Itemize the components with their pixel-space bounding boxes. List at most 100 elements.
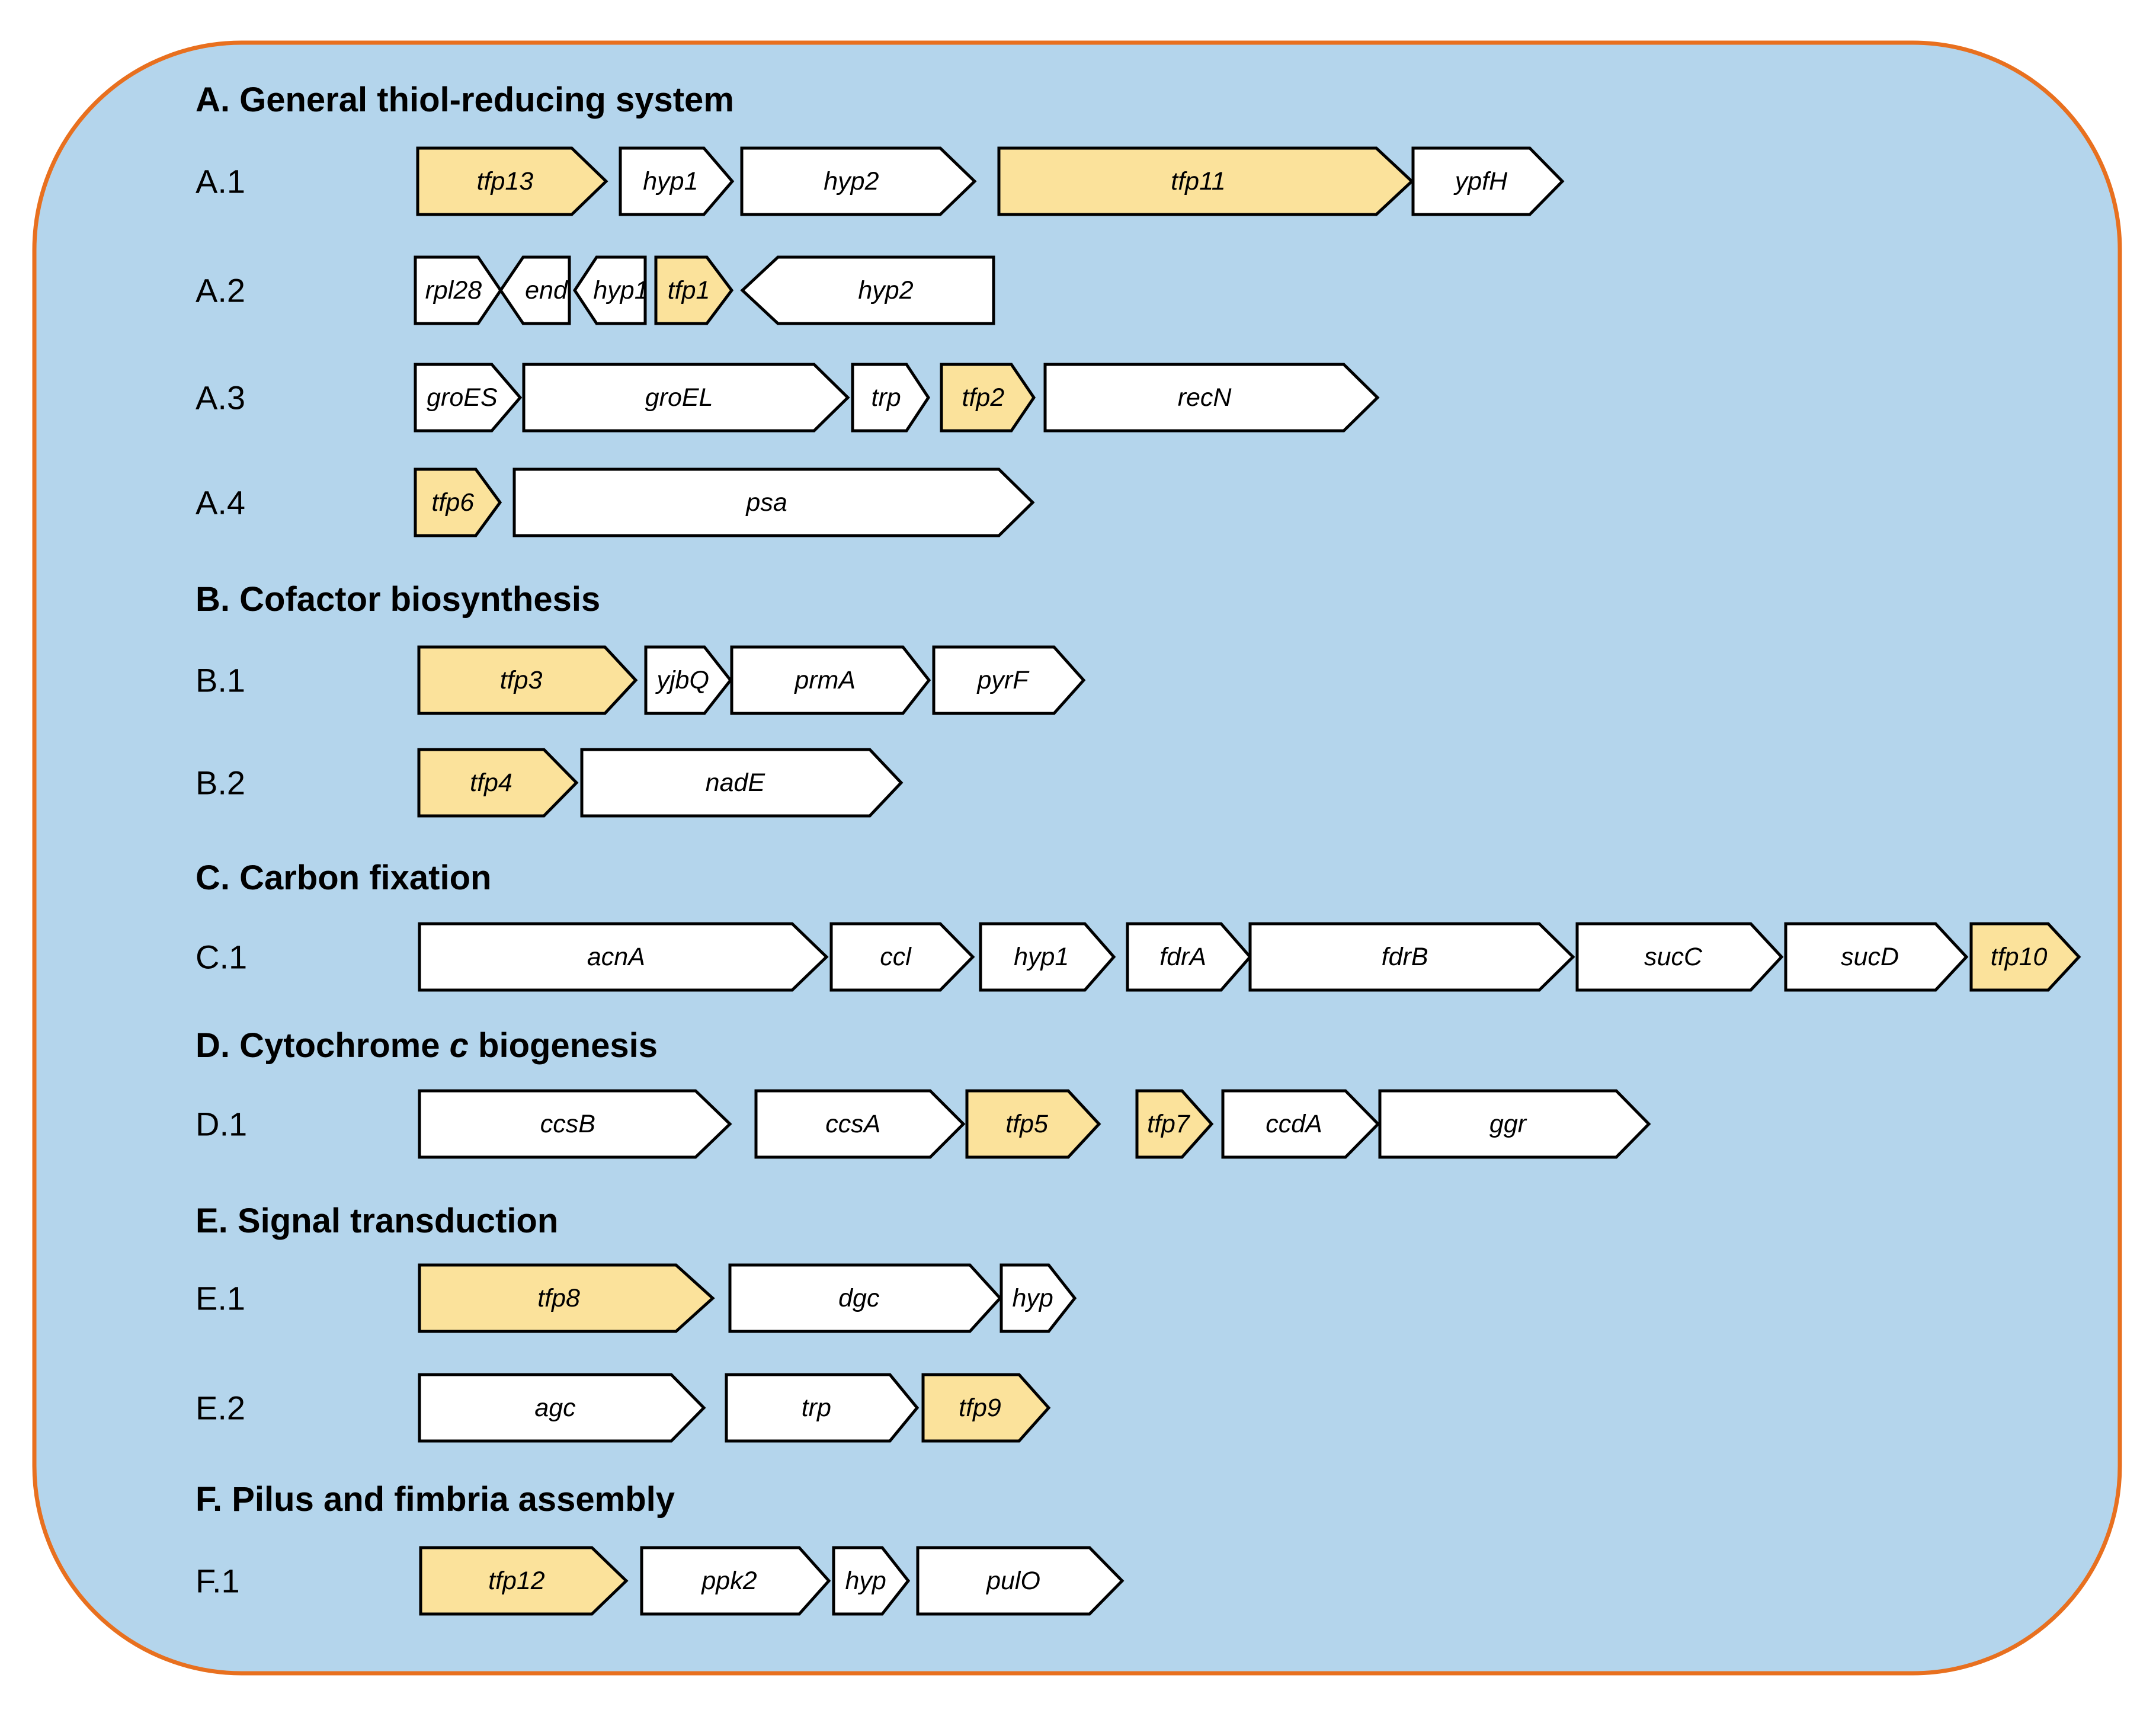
gene-arrow-agc	[418, 1373, 706, 1443]
gene-arrow-tfp13	[416, 146, 608, 216]
row-label-F.1: F.1	[196, 1562, 240, 1600]
gene-label-hyp1: hyp1	[1014, 943, 1069, 971]
gene-label-groES: groES	[427, 383, 498, 412]
section-title-part: B. Cofactor biosynthesis	[196, 580, 600, 619]
gene-label-yjbQ: yjbQ	[655, 666, 709, 694]
gene-label-hyp1: hyp1	[593, 276, 648, 305]
gene-arrow-groES	[414, 363, 523, 433]
section-title-C: C. Carbon fixation	[196, 859, 491, 897]
gene-label-ccl: ccl	[880, 943, 912, 971]
gene-label-sucC: sucC	[1644, 943, 1703, 971]
section-title-part: C. Carbon fixation	[196, 859, 491, 897]
gene-label-tfp9: tfp9	[959, 1394, 1001, 1422]
gene-arrow-end	[498, 255, 571, 325]
gene-label-ggr: ggr	[1489, 1110, 1527, 1138]
row-label-A.4: A.4	[196, 484, 245, 521]
section-title-part: A. General thiol-reducing system	[196, 81, 734, 119]
section-title-D: D. Cytochrome c biogenesis	[196, 1026, 658, 1065]
gene-arrow-pyrF	[932, 645, 1086, 715]
gene-label-tfp4: tfp4	[470, 768, 512, 797]
row-label-A.2: A.2	[196, 272, 245, 309]
gene-label-sucD: sucD	[1841, 943, 1899, 971]
gene-arrow-sucD	[1784, 922, 1969, 992]
gene-label-tfp12: tfp12	[488, 1567, 545, 1595]
row-label-B.2: B.2	[196, 764, 245, 802]
gene-label-tfp1: tfp1	[668, 276, 710, 305]
row-label-A.1: A.1	[196, 163, 245, 200]
gene-label-psa: psa	[745, 488, 787, 517]
gene-label-tfp13: tfp13	[477, 167, 534, 196]
gene-label-ccsA: ccsA	[825, 1110, 880, 1138]
section-title-F: F. Pilus and fimbria assembly	[196, 1480, 675, 1519]
gene-arrow-rpl28	[414, 255, 503, 325]
gene-arrow-tfp11	[997, 146, 1414, 216]
gene-arrow-hyp2	[740, 146, 977, 216]
gene-label-tfp3: tfp3	[500, 666, 543, 694]
gene-arrow-tfp6	[414, 467, 502, 537]
row-label-A.3: A.3	[196, 379, 245, 417]
gene-arrow-acnA	[418, 922, 829, 992]
gene-arrow-fdrB	[1248, 922, 1575, 992]
row-label-E.2: E.2	[196, 1389, 245, 1427]
gene-label-tfp2: tfp2	[962, 383, 1005, 412]
section-title-part: E. Signal transduction	[196, 1202, 558, 1240]
gene-label-tfp7: tfp7	[1147, 1110, 1191, 1138]
gene-arrow-tfp10	[1969, 922, 2081, 992]
gene-arrow-ccsB	[418, 1089, 732, 1159]
gene-arrow-hyp	[832, 1546, 911, 1616]
gene-label-fdrB: fdrB	[1382, 943, 1428, 971]
gene-arrow-psa	[512, 467, 1035, 537]
gene-arrow-fdrA	[1126, 922, 1252, 992]
gene-label-groEL: groEL	[645, 383, 713, 412]
gene-arrow-dgc	[728, 1263, 1002, 1333]
gene-arrow-tfp9	[921, 1373, 1051, 1443]
row-label-B.1: B.1	[196, 662, 245, 699]
gene-arrow-hyp1	[979, 922, 1116, 992]
gene-label-acnA: acnA	[587, 943, 645, 971]
gene-arrow-groEL	[522, 363, 850, 433]
gene-arrow-tfp12	[419, 1546, 629, 1616]
gene-label-trp: trp	[802, 1394, 831, 1422]
gene-label-dgc: dgc	[838, 1284, 880, 1312]
gene-arrow-ccsA	[754, 1089, 966, 1159]
gene-arrow-trp	[725, 1373, 920, 1443]
gene-arrow-tfp3	[417, 645, 638, 715]
gene-label-rpl28: rpl28	[425, 276, 482, 305]
row-label-C.1: C.1	[196, 939, 247, 976]
row-label-E.1: E.1	[196, 1280, 245, 1317]
section-title-E: E. Signal transduction	[196, 1202, 558, 1240]
gene-label-ppk2: ppk2	[700, 1567, 757, 1595]
gene-label-end: end	[525, 276, 569, 305]
section-title-part: F. Pilus and fimbria assembly	[196, 1480, 675, 1519]
gene-arrow-hyp1	[619, 146, 735, 216]
gene-label-nadE: nadE	[706, 768, 766, 797]
section-title-part: c	[450, 1026, 469, 1065]
gene-label-trp: trp	[872, 383, 901, 412]
gene-arrow-pulO	[916, 1546, 1125, 1616]
gene-arrow-hyp1	[573, 255, 647, 325]
gene-label-ypfH: ypfH	[1453, 167, 1508, 196]
gene-arrow-trp	[851, 363, 930, 433]
section-title-part: biogenesis	[469, 1026, 658, 1065]
gene-label-hyp2: hyp2	[824, 167, 879, 196]
gene-arrow-ypfH	[1411, 146, 1565, 216]
gene-label-pyrF: pyrF	[976, 666, 1030, 694]
gene-label-tfp6: tfp6	[431, 488, 474, 517]
gene-arrow-hyp2	[740, 255, 995, 325]
gene-arrow-hyp	[999, 1263, 1077, 1333]
gene-label-hyp1: hyp1	[643, 167, 698, 196]
gene-label-tfp11: tfp11	[1171, 167, 1225, 196]
gene-arrow-nadE	[580, 748, 904, 818]
gene-arrow-ppk2	[640, 1546, 831, 1616]
gene-arrow-sucC	[1575, 922, 1784, 992]
gene-arrow-ccdA	[1221, 1089, 1380, 1159]
gene-label-tfp5: tfp5	[1005, 1110, 1049, 1138]
section-title-B: B. Cofactor biosynthesis	[196, 580, 600, 619]
gene-arrow-ggr	[1378, 1089, 1651, 1159]
gene-label-ccsB: ccsB	[540, 1110, 595, 1138]
gene-label-tfp8: tfp8	[537, 1284, 580, 1312]
gene-arrow-yjbQ	[644, 645, 733, 715]
gene-label-pulO: pulO	[985, 1567, 1040, 1595]
gene-label-recN: recN	[1178, 383, 1232, 412]
